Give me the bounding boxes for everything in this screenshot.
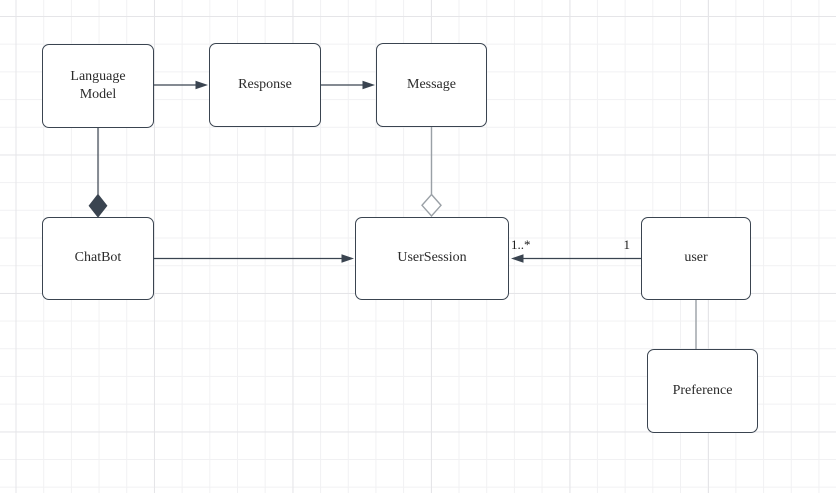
arrowhead-icon <box>341 254 354 263</box>
edge-message-usersession-aggregation[interactable] <box>421 127 442 218</box>
node-user[interactable]: user <box>641 217 751 300</box>
node-label: Language Model <box>70 68 126 102</box>
node-chatbot[interactable]: ChatBot <box>42 217 154 300</box>
node-preference[interactable]: Preference <box>647 349 758 433</box>
node-label: ChatBot <box>74 250 122 266</box>
aggregation-diamond-icon <box>421 193 442 218</box>
edge-user-usersession[interactable] <box>511 254 641 263</box>
edge-languagemodel-response[interactable] <box>154 80 208 90</box>
edge-languagemodel-chatbot-composition[interactable] <box>88 128 108 218</box>
multiplicity-label-usersession: 1..* <box>511 237 531 252</box>
arrowhead-icon <box>362 80 375 90</box>
node-label: user <box>684 250 708 266</box>
composition-diamond-icon <box>88 193 108 218</box>
arrowhead-icon <box>195 80 208 90</box>
node-label: Message <box>407 76 456 92</box>
edge-response-message[interactable] <box>321 80 375 90</box>
node-user-session[interactable]: UserSession <box>355 217 509 300</box>
node-label: Preference <box>672 382 733 398</box>
multiplicity-label-user: 1 <box>624 237 631 252</box>
node-language-model[interactable]: Language Model <box>42 44 154 128</box>
node-message[interactable]: Message <box>376 43 487 127</box>
node-response[interactable]: Response <box>209 43 321 127</box>
arrowhead-icon <box>511 254 524 263</box>
edge-chatbot-usersession[interactable] <box>154 254 354 263</box>
node-label: UserSession <box>397 250 467 266</box>
node-label: Response <box>238 76 292 92</box>
